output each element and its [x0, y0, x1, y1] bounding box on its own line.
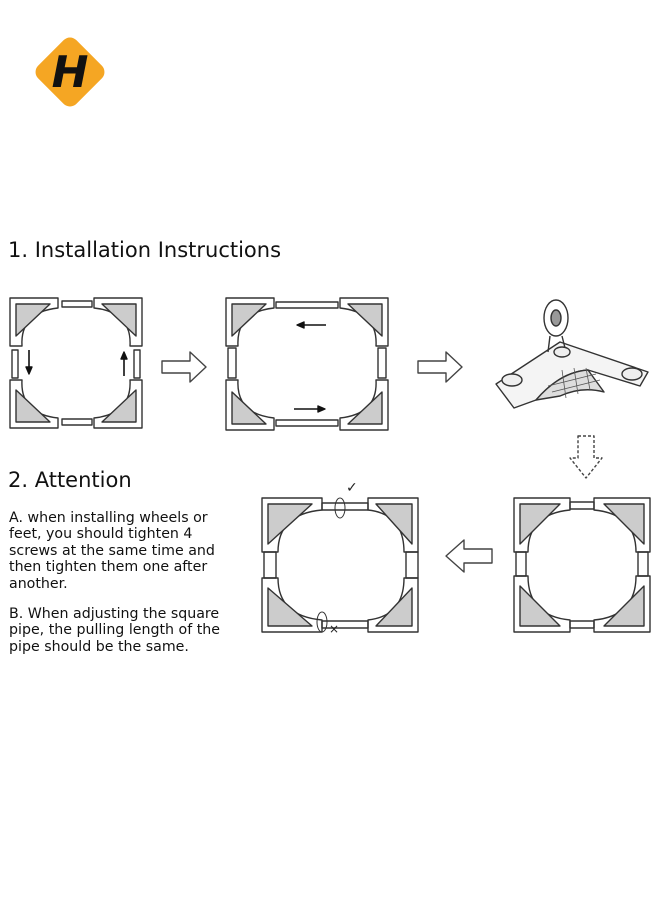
incorrect-mark: ×: [329, 622, 340, 636]
flow-arrow-left: [445, 539, 493, 573]
step1-frame: [9, 297, 143, 429]
step2-frame: [225, 297, 389, 431]
step5-frame: [261, 497, 419, 633]
correct-mark: ✓: [346, 480, 358, 496]
attention-heading: 2. Attention: [8, 468, 132, 492]
logo-letter: H: [52, 47, 89, 98]
step4-frame: [513, 497, 651, 633]
note-a: A. when installing wheels or feet, you s…: [9, 510, 215, 592]
note-b: B. When adjusting the square pipe, the p…: [9, 606, 221, 655]
brand-logo: H: [35, 37, 105, 107]
flow-arrow-right-1: [161, 351, 207, 383]
installation-heading: 1. Installation Instructions: [8, 238, 282, 262]
step3-corner-wheel: [495, 299, 649, 409]
flow-arrow-right-2: [417, 351, 463, 383]
flow-arrow-down: [569, 435, 603, 479]
